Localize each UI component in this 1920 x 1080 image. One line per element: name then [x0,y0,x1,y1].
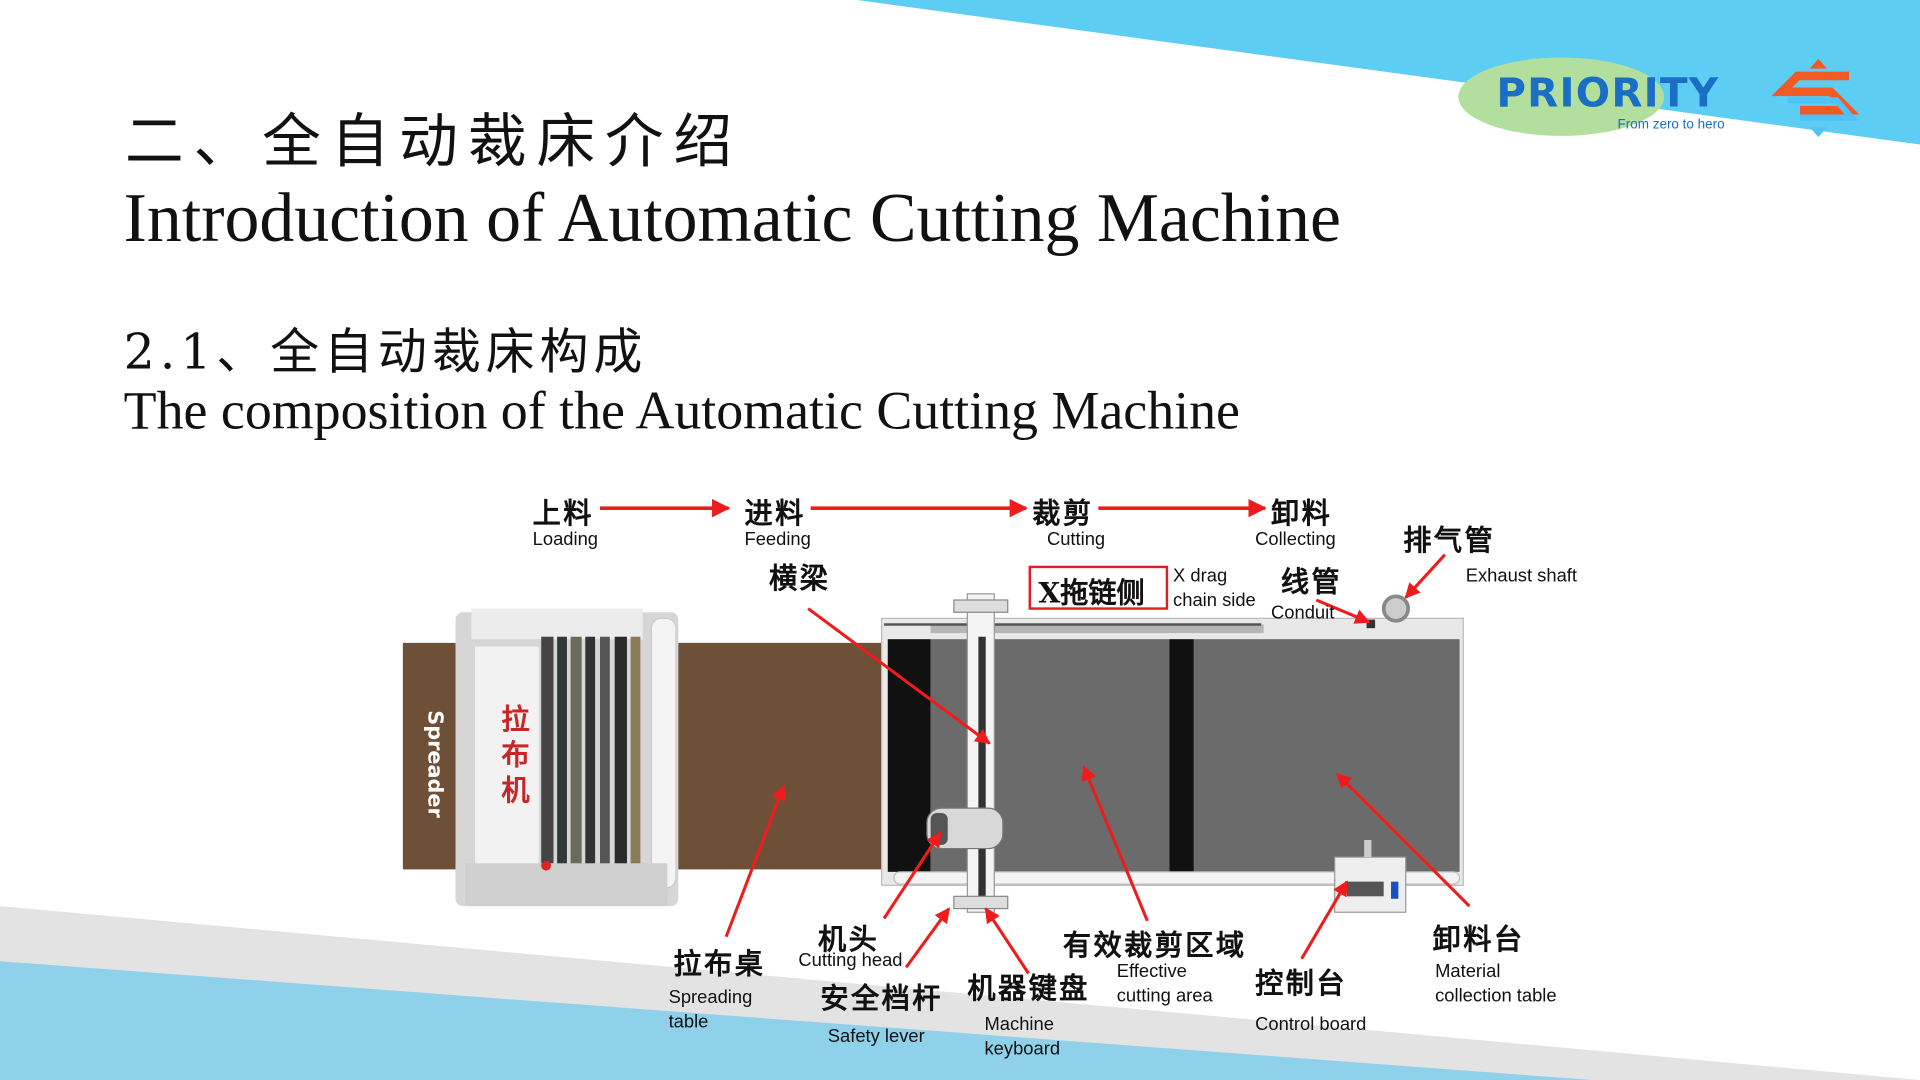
collection-table-label-cn: 卸料台 [1432,924,1525,957]
logo-green-ellipse [1458,57,1665,136]
drag-chain-label-en-2: chain side [1173,590,1256,612]
arrow-cutting-head [882,831,942,920]
cutting-head-label-cn: 机头 [817,924,880,957]
process-collecting-en: Collecting [1255,528,1336,550]
top-blue-band [857,0,1920,145]
effective-area-label-cn: 有效裁剪区域 [1062,930,1247,963]
spreading-table-label-cn: 拉布桌 [673,948,766,981]
keyboard-label-en-1: Machine [984,1013,1054,1035]
arrow-collection-table [1336,772,1471,908]
arrow-keyboard [984,907,1030,975]
conduit-label-en: Conduit [1271,602,1335,624]
safety-lever-label-en: Safety lever [827,1026,925,1047]
arrow-conduit [1315,598,1371,624]
section-title-cn: 2.1、全自动裁床构成 [123,324,648,381]
keyboard-label-cn: 机器键盘 [967,973,1090,1006]
process-collecting-cn: 卸料 [1271,498,1333,531]
logo-text: PRIORITY [1496,68,1720,117]
conduit-label-cn: 线管 [1280,566,1343,599]
drag-chain-box [1028,565,1169,610]
spreading-table-label-en-2: table [668,1011,709,1033]
page-title-en: Introduction of Automatic Cutting Machin… [123,180,1342,258]
spreader-label-en: Spreader [422,710,447,818]
collection-table-label-en-1: Material [1435,961,1501,983]
exhaust-shaft [1381,594,1411,623]
process-cutting-cn: 裁剪 [1032,498,1094,531]
conduit [1366,619,1376,629]
process-feeding-cn: 进料 [744,498,806,531]
spreader-machine [455,608,679,907]
effective-area-label-en-1: Effective [1116,961,1187,983]
logo-icon [1771,58,1860,138]
spreading-table-label-en-1: Spreading [668,986,753,1008]
arrow-exhaust [1404,553,1447,599]
arrow-effective-area [1081,765,1149,922]
cutting-head [926,807,1004,850]
arrow-control-board [1300,880,1349,960]
process-loading-cn: 上料 [532,498,594,531]
drag-chain-label-cn: X拖链侧 [1038,576,1145,610]
effective-area-label-en-2: cutting area [1116,985,1213,1007]
keyboard-label-en-2: keyboard [984,1038,1061,1060]
arrow-beam [807,607,991,745]
spreader-label-cn: 拉布机 [495,704,528,811]
logo-tagline: From zero to hero [1617,117,1725,133]
cutting-head-label-en: Cutting head [798,950,903,972]
section-title-en: The composition of the Automatic Cutting… [123,380,1240,441]
safety-lever-label-cn: 安全档杆 [820,983,943,1016]
cutting-beam [953,593,1009,913]
exhaust-label-en: Exhaust shaft [1465,565,1578,587]
process-loading-en: Loading [532,528,599,550]
drag-chain-label-en-1: X drag [1173,565,1228,587]
arrow-safety-lever [904,907,951,969]
control-board-label-cn: 控制台 [1255,968,1347,1001]
callout-arrows [724,553,1471,975]
arrow-spreading-table [724,784,786,938]
control-board-label-en: Control board [1255,1013,1367,1035]
page-title-cn: 二、全自动裁床介绍 [124,107,743,177]
process-feeding-en: Feeding [744,528,811,550]
collection-table-label-en-2: collection table [1435,985,1557,1007]
beam-label-cn: 横梁 [768,563,831,596]
exhaust-label-cn: 排气管 [1403,525,1496,558]
process-cutting-en: Cutting [1046,528,1106,550]
